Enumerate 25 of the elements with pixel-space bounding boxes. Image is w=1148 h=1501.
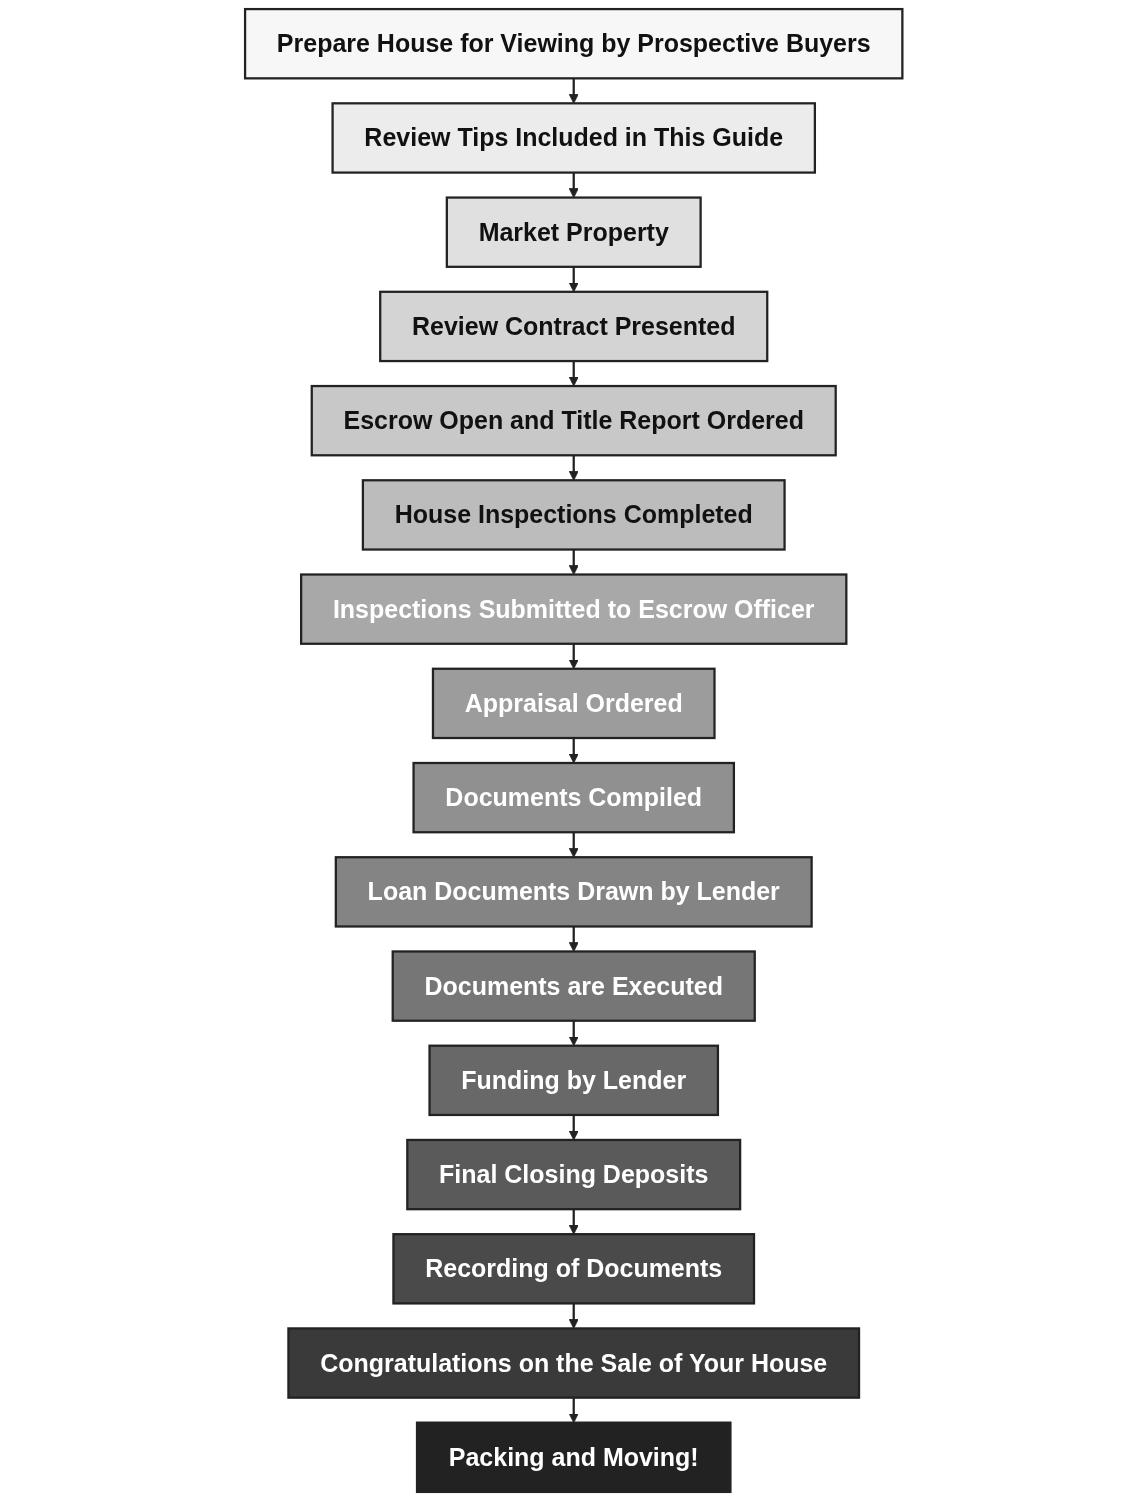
node-box: Review Contract Presented xyxy=(379,290,769,363)
node-box: Loan Documents Drawn by Lender xyxy=(334,856,814,928)
node-box: House Inspections Completed xyxy=(362,479,786,551)
node-box: Review Tips Included in This Guide xyxy=(331,102,817,174)
node-box: Packing and Moving! xyxy=(416,1421,732,1494)
node-box: Funding by Lender xyxy=(428,1044,720,1117)
node-box: Documents are Executed xyxy=(391,950,757,1022)
node-box: Inspections Submitted to Escrow Officer xyxy=(300,573,848,645)
node-box: Documents Compiled xyxy=(412,761,736,834)
node-box: Escrow Open and Title Report Ordered xyxy=(310,384,838,457)
node-box: Prepare House for Viewing by Prospective Buyers xyxy=(244,7,904,80)
arrow xyxy=(569,1303,579,1329)
arrow xyxy=(569,832,579,858)
node-box: Appraisal Ordered xyxy=(432,667,716,740)
node-box: Congratulations on the Sale of Your House xyxy=(287,1327,861,1399)
node-box: Market Property xyxy=(445,196,702,268)
arrow xyxy=(569,926,579,952)
node-box: Recording of Documents xyxy=(392,1233,756,1305)
arrow xyxy=(569,172,579,198)
arrow xyxy=(569,455,579,481)
arrow xyxy=(569,78,579,104)
arrow xyxy=(569,1209,579,1235)
arrow xyxy=(569,361,579,387)
arrow xyxy=(569,549,579,575)
node-box: Final Closing Deposits xyxy=(406,1138,742,1211)
